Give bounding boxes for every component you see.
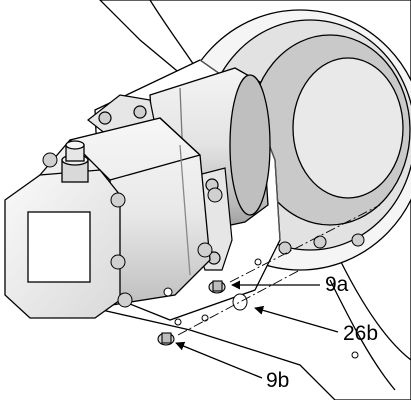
bolt-9b [157,332,175,346]
motor-bolt [207,187,223,203]
leader-26b [254,305,339,333]
motor-bolt [197,242,213,258]
leader-9b [175,341,263,379]
leader-arrows [175,280,339,379]
motor-bolt [117,292,133,308]
motor-bolt [42,152,58,168]
bolt-9a [208,280,226,294]
callout-9b: 9b [266,369,289,392]
callout-9a: 9a [325,273,349,296]
motor-bolt [110,254,126,270]
motor-bolt [110,192,126,208]
motor-end-face [4,169,121,319]
callout-26b: 26b [343,322,378,345]
conduit-fitting [61,140,89,183]
motor-bolts [42,152,223,308]
flange-hardware [163,233,365,359]
alignment-lines [177,204,381,336]
